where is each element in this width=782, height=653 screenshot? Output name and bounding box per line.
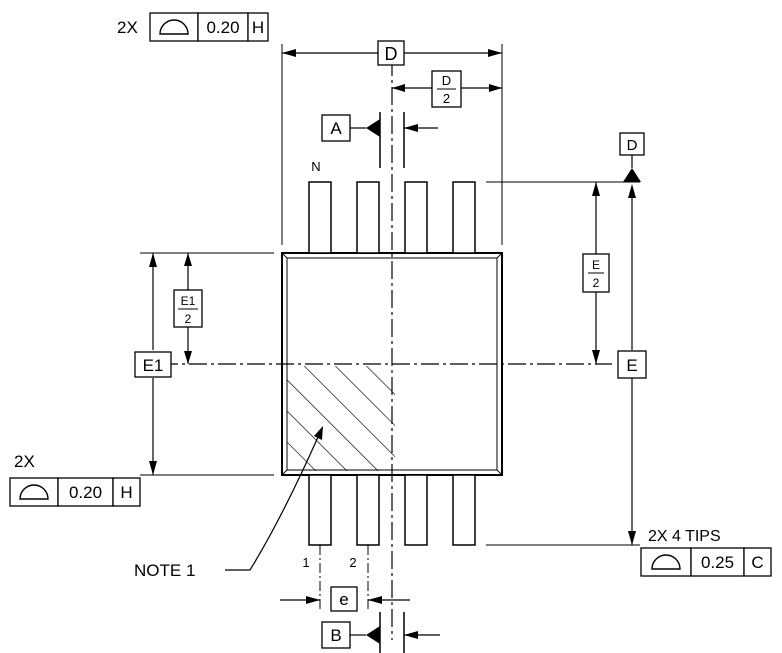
fcf-right-value: 0.25: [701, 553, 734, 572]
fcf-top-datum: H: [252, 18, 264, 37]
pin-2-label: 2: [349, 555, 356, 570]
lead-top-4: [452, 181, 476, 254]
dim-E1-half-den: 2: [185, 312, 192, 326]
profile-surface-icon: [651, 554, 681, 570]
leads-top: [308, 181, 476, 254]
profile-surface-icon: [19, 484, 49, 500]
lead-top-1: [308, 181, 332, 254]
dim-e: e: [280, 586, 410, 612]
fcf-right-count: 2X 4 TIPS: [648, 528, 721, 545]
fcf-top-value: 0.20: [206, 18, 239, 37]
lead-bottom-4: [452, 474, 476, 546]
datum-D-label: D: [627, 137, 638, 154]
pin-N-label: N: [311, 159, 320, 174]
dim-E-half: E 2: [582, 182, 610, 364]
dim-D-half-num: D: [442, 73, 451, 88]
lead-bottom-1: [308, 474, 332, 546]
datum-B: B: [321, 612, 440, 653]
note-1: NOTE 1: [134, 426, 323, 580]
dim-D: D: [281, 40, 503, 245]
note-1-label: NOTE 1: [134, 561, 195, 580]
dim-D-half-den: 2: [443, 91, 450, 106]
fcf-right-datum: C: [751, 553, 763, 572]
lead-bottom-3: [404, 474, 428, 546]
profile-surface-icon: [159, 19, 189, 35]
dim-E: E: [486, 181, 647, 546]
fcf-left-count: 2X: [14, 452, 35, 471]
dim-E1-label: E1: [143, 356, 164, 375]
fcf-right: 2X 4 TIPS 0.25 C: [640, 528, 772, 577]
fcf-left-datum: H: [120, 483, 132, 502]
fcf-top: 2X 0.20 H: [117, 12, 269, 42]
datum-B-label: B: [330, 626, 341, 645]
lead-top-2: [356, 181, 380, 254]
lead-bottom-2: [356, 474, 380, 546]
datum-A: A: [321, 112, 438, 168]
lead-top-3: [404, 181, 428, 254]
dim-D-label: D: [385, 44, 398, 64]
dim-E-half-den: 2: [593, 276, 600, 290]
dim-E-half-num: E: [592, 258, 600, 272]
pin-1-label: 1: [302, 555, 309, 570]
center-lines: [160, 58, 612, 640]
dim-E1-half: E1 2: [173, 253, 203, 364]
pin1-hatched-area: [287, 366, 395, 471]
datum-D: D: [619, 132, 645, 182]
pin-labels: 1 2: [302, 545, 369, 612]
dim-E-label: E: [626, 356, 637, 375]
dim-E1: E1: [134, 252, 274, 476]
dim-D-half: D 2: [392, 70, 502, 108]
dim-E1-half-num: E1: [181, 294, 196, 308]
fcf-left-value: 0.20: [69, 483, 102, 502]
fcf-left: 2X 0.20 H: [9, 452, 141, 507]
fcf-top-count: 2X: [117, 18, 138, 37]
dim-e-label: e: [339, 590, 348, 609]
datum-A-label: A: [330, 119, 342, 138]
